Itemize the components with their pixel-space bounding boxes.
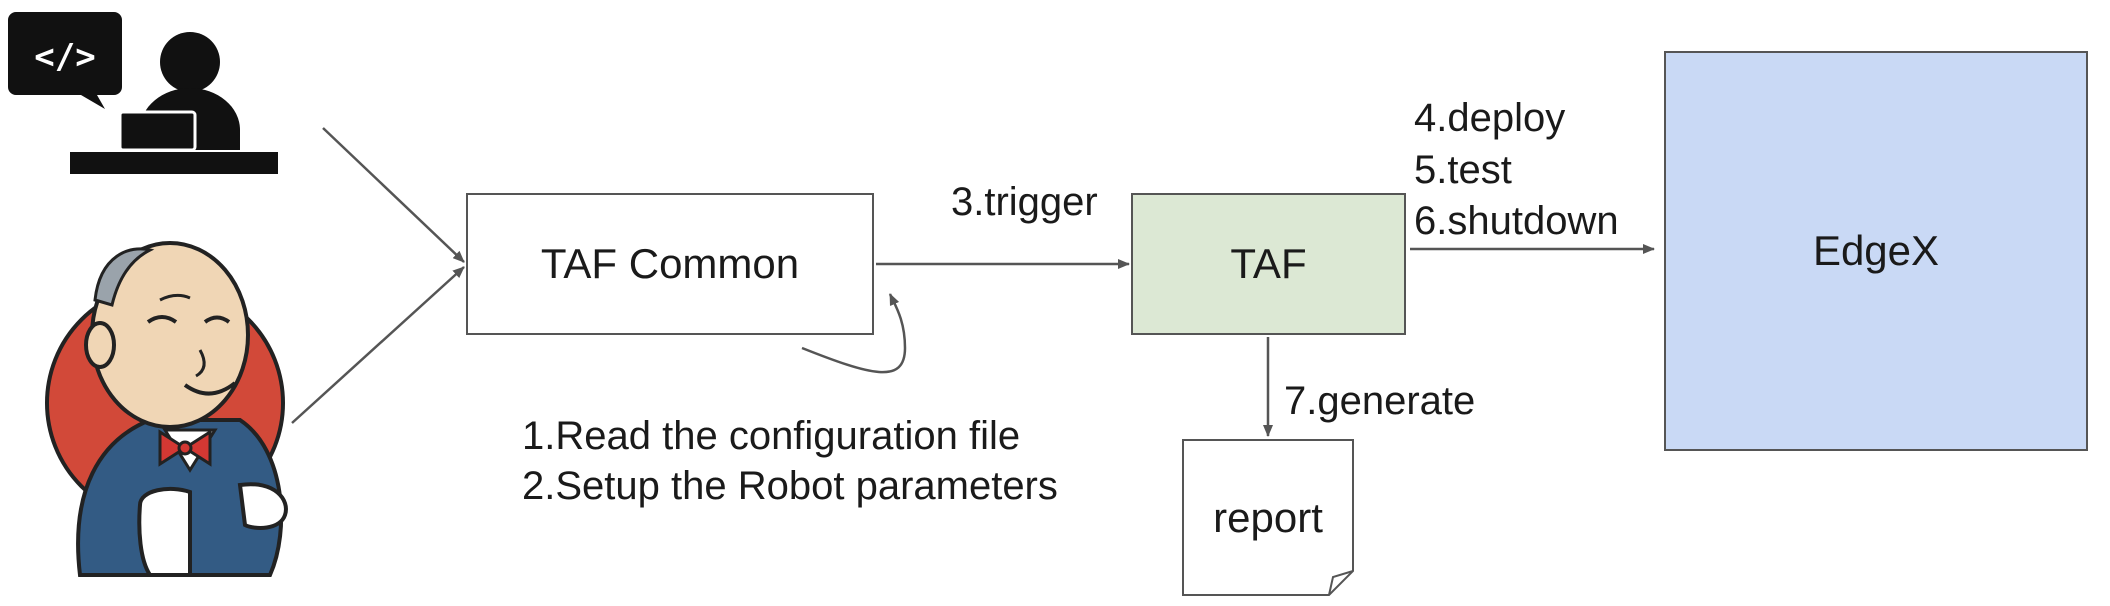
read-config-note: 1.Read the configuration file — [522, 414, 1021, 458]
arrow-developer-to-taf-common — [322, 127, 465, 263]
trigger-label: 3.trigger — [951, 180, 1098, 224]
taf-common-box: TAF Common — [466, 193, 874, 335]
taf-box: TAF — [1131, 193, 1406, 335]
taf-label: TAF — [1230, 240, 1307, 287]
report-label: report — [1213, 493, 1323, 541]
developer-icon: </> — [8, 12, 278, 174]
test-label: 5.test — [1414, 148, 1512, 192]
deploy-label: 4.deploy — [1414, 96, 1566, 140]
shutdown-label: 6.shutdown — [1414, 199, 1619, 243]
edgex-label: EdgeX — [1812, 227, 1940, 274]
taf-common-label: TAF Common — [540, 240, 800, 287]
generate-label: 7.generate — [1284, 379, 1476, 423]
setup-params-note: 2.Setup the Robot parameters — [522, 464, 1058, 508]
report-folded-corner — [1328, 570, 1354, 596]
edgex-box: EdgeX — [1664, 51, 2088, 451]
report-node: report — [1183, 440, 1353, 595]
arrow-self-loop — [801, 293, 907, 374]
jenkins-icon — [45, 241, 288, 577]
report-document-shape — [1182, 439, 1354, 596]
arrow-jenkins-to-taf-common — [291, 266, 465, 424]
code-symbol: </> — [34, 37, 95, 77]
